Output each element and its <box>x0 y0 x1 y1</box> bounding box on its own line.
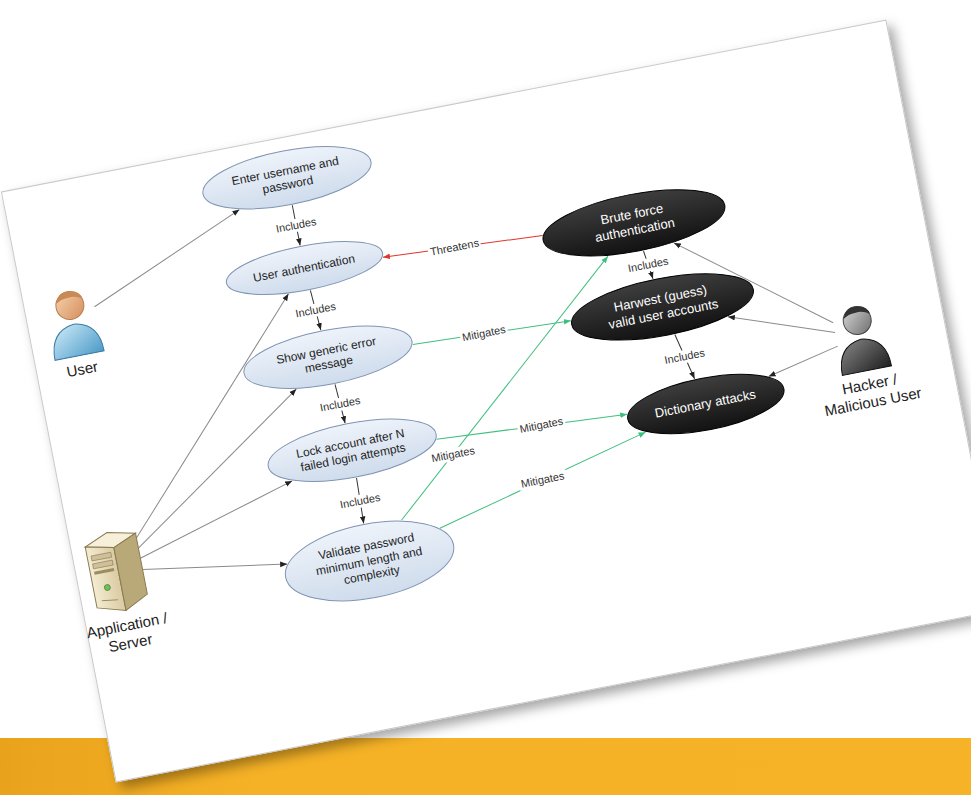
ellipse-outline <box>537 177 729 268</box>
ellipse-outline <box>622 363 788 444</box>
connector-label: Includes <box>625 254 672 275</box>
paper-sheet: User Enter username and passwordUser auth… <box>1 19 971 782</box>
connector <box>143 542 288 591</box>
connector <box>383 227 543 267</box>
hacker-icon <box>824 295 897 377</box>
connector-label: Includes <box>292 300 339 321</box>
ellipse-outline <box>238 314 416 400</box>
ellipse-outline <box>263 408 441 494</box>
server-icon <box>77 522 156 619</box>
connector <box>437 403 628 451</box>
connector-label: Mitigates <box>428 443 478 465</box>
connector <box>765 346 840 376</box>
connector-label: Mitigates <box>517 415 567 437</box>
connector <box>413 314 571 351</box>
connector <box>96 294 328 538</box>
actor: Application / Server <box>54 518 186 663</box>
use-case-ellipse: Validate password minimum length and com… <box>277 507 461 615</box>
connector-label: Includes <box>317 393 364 414</box>
user-icon <box>37 280 110 362</box>
actor-label: Hacker / Malicious User <box>814 365 929 421</box>
actor-label: Application / Server <box>71 606 186 662</box>
actor: User <box>12 275 138 388</box>
connector-label: Includes <box>337 490 384 511</box>
ellipse-outline <box>197 135 375 221</box>
ellipse-outline <box>278 508 460 613</box>
ellipse-outline <box>566 261 758 352</box>
connector-label: Includes <box>661 346 708 367</box>
threat-ellipse: Dictionary attacks <box>621 362 789 446</box>
connector-label: Mitigates <box>518 469 568 491</box>
use-case-ellipse: Lock account after N failed login attemp… <box>261 406 442 494</box>
use-case-ellipse: Enter username and password <box>196 134 377 222</box>
connector-label: Includes <box>273 215 320 236</box>
connector-label: Threatens <box>427 236 482 259</box>
actor: Hacker / Malicious User <box>799 290 928 421</box>
threat-ellipse: Brute force authentication <box>536 176 731 270</box>
hacker-icon <box>824 295 897 377</box>
ellipse-outline <box>222 231 386 305</box>
server-icon <box>77 522 156 619</box>
user-icon <box>37 280 110 362</box>
use-case-ellipse: Show generic error message <box>237 313 418 401</box>
connector <box>131 481 301 558</box>
connector-label: Mitigates <box>459 323 509 345</box>
connector <box>82 210 253 307</box>
use-case-ellipse: User authentication <box>221 230 388 306</box>
actor-label: User <box>27 350 138 389</box>
